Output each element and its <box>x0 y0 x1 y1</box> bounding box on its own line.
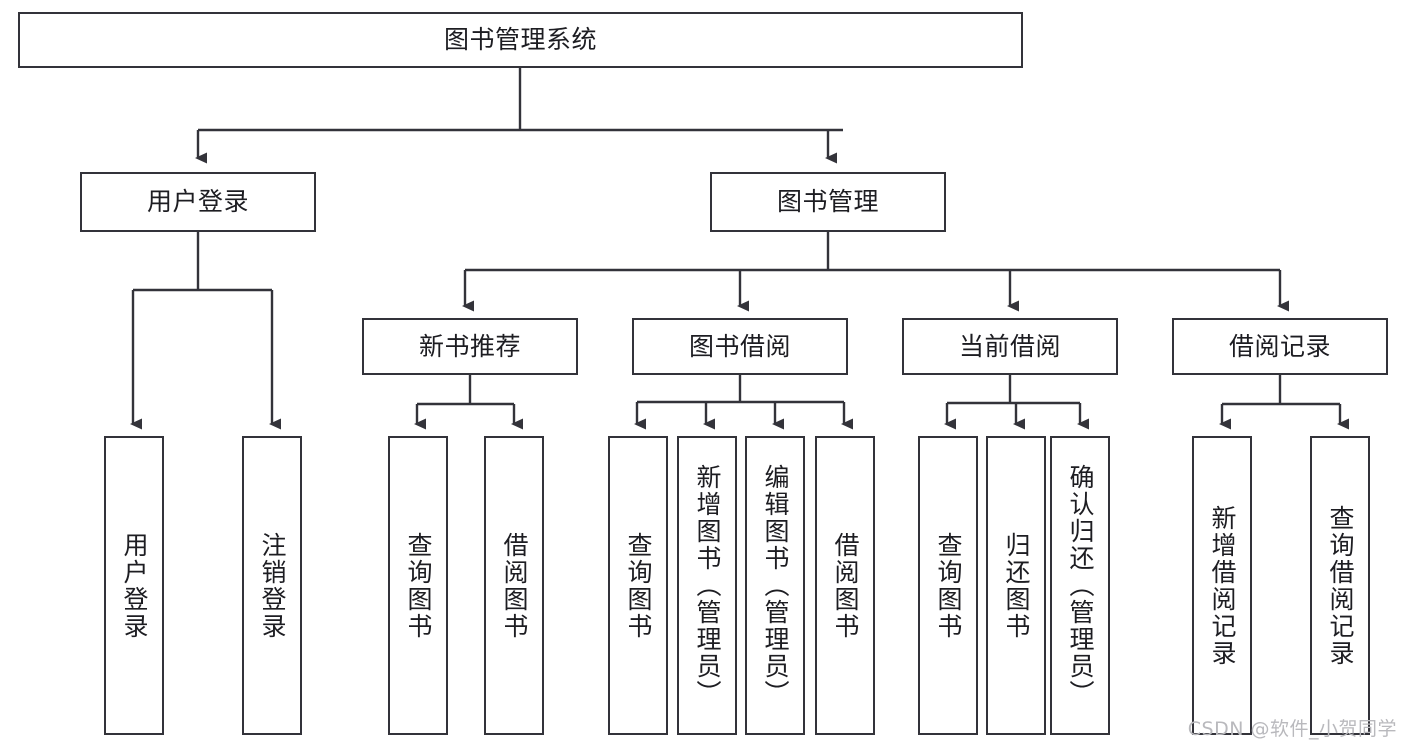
node-leaf-query-book-current[interactable]: 查询图书 <box>918 436 978 735</box>
node-label: 借阅图书 <box>500 531 529 640</box>
node-label: 查询借阅记录 <box>1326 504 1355 667</box>
node-current-borrow[interactable]: 当前借阅 <box>902 318 1118 375</box>
node-label: 编辑图书（管理员） <box>761 464 790 707</box>
node-label: 确认归还（管理员） <box>1066 464 1095 707</box>
node-book-borrow[interactable]: 图书借阅 <box>632 318 848 375</box>
node-label: 借阅图书 <box>831 531 860 640</box>
node-leaf-borrow-book[interactable]: 借阅图书 <box>815 436 875 735</box>
node-borrow-record[interactable]: 借阅记录 <box>1172 318 1388 375</box>
node-leaf-confirm-return-admin[interactable]: 确认归还（管理员） <box>1050 436 1110 735</box>
node-label: 新书推荐 <box>418 331 521 361</box>
node-leaf-borrow-book-new[interactable]: 借阅图书 <box>484 436 544 735</box>
node-leaf-add-borrow-record[interactable]: 新增借阅记录 <box>1192 436 1252 735</box>
node-root-system[interactable]: 图书管理系统 <box>18 12 1023 68</box>
node-new-book-recommend[interactable]: 新书推荐 <box>362 318 578 375</box>
node-label: 新增图书（管理员） <box>693 464 722 707</box>
node-label: 查询图书 <box>624 531 653 640</box>
node-label: 查询图书 <box>404 531 433 640</box>
node-leaf-return-book[interactable]: 归还图书 <box>986 436 1046 735</box>
node-label: 查询图书 <box>934 531 963 640</box>
node-leaf-add-book-admin[interactable]: 新增图书（管理员） <box>677 436 737 735</box>
node-label: 新增借阅记录 <box>1208 504 1237 667</box>
node-leaf-query-borrow-record[interactable]: 查询借阅记录 <box>1310 436 1370 735</box>
node-label: 图书管理 <box>776 187 879 217</box>
node-leaf-edit-book-admin[interactable]: 编辑图书（管理员） <box>745 436 805 735</box>
watermark-text: CSDN @软件_小贺同学 <box>1187 718 1397 740</box>
node-leaf-query-book-borrow[interactable]: 查询图书 <box>608 436 668 735</box>
node-label: 当前借阅 <box>958 331 1061 361</box>
node-leaf-user-login[interactable]: 用户登录 <box>104 436 164 735</box>
node-label: 归还图书 <box>1002 531 1031 640</box>
node-label: 借阅记录 <box>1228 331 1331 361</box>
node-leaf-logout[interactable]: 注销登录 <box>242 436 302 735</box>
node-user-login[interactable]: 用户登录 <box>80 172 316 232</box>
node-leaf-query-book-new[interactable]: 查询图书 <box>388 436 448 735</box>
node-label: 用户登录 <box>120 531 149 640</box>
node-book-management[interactable]: 图书管理 <box>710 172 946 232</box>
node-label: 图书借阅 <box>688 331 791 361</box>
node-label: 用户登录 <box>146 187 249 217</box>
node-label: 注销登录 <box>258 531 287 640</box>
node-label: 图书管理系统 <box>443 25 597 55</box>
